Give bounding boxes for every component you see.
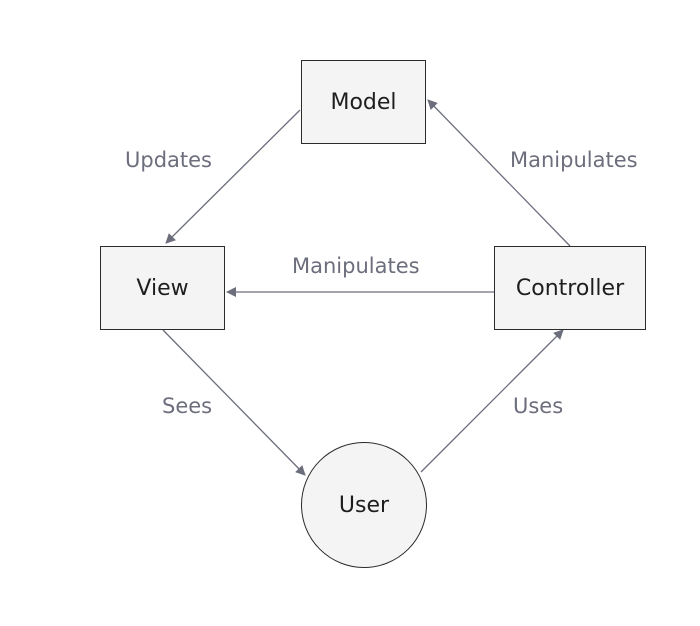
edge-label-updates: Updates (125, 148, 212, 172)
edge-label-manipulates-view: Manipulates (292, 254, 420, 278)
user-label: User (338, 492, 390, 518)
edge-controller-to-model (427, 99, 571, 247)
model-node: Model (301, 60, 426, 144)
model-label: Model (330, 89, 397, 115)
edge-view-to-user (162, 329, 306, 476)
view-label: View (136, 275, 189, 301)
edge-label-sees: Sees (162, 394, 213, 418)
controller-label: Controller (515, 275, 625, 301)
edge-user-to-controller (420, 329, 564, 473)
user-node: User (301, 442, 427, 568)
edge-label-manipulates-model: Manipulates (510, 148, 638, 172)
controller-node: Controller (494, 246, 646, 330)
view-node: View (100, 246, 225, 330)
edge-model-to-view (165, 109, 301, 244)
edge-label-uses: Uses (513, 394, 564, 418)
